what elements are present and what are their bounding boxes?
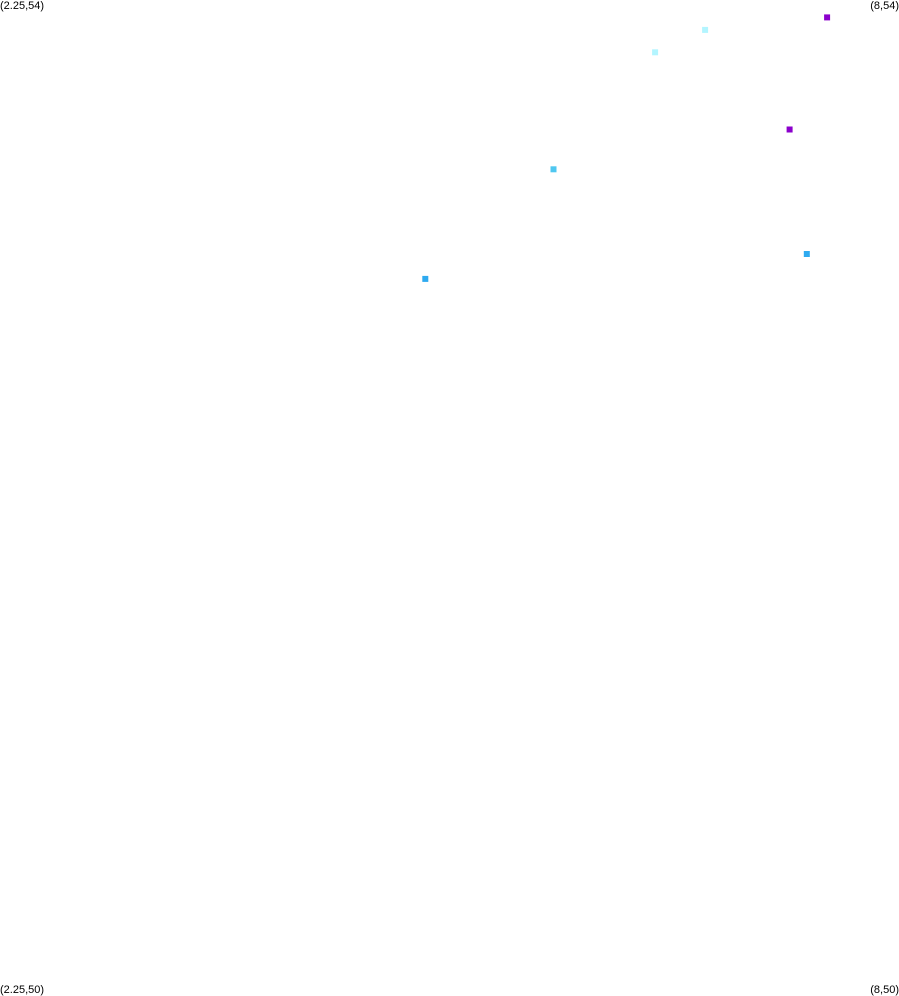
scatter-point-2 bbox=[702, 26, 709, 33]
scatter-point-6 bbox=[803, 251, 810, 257]
scatter-point-1 bbox=[824, 14, 831, 21]
corner-label-bottom-left: (2.25,50) bbox=[0, 984, 45, 996]
scatter-point-5 bbox=[550, 166, 557, 173]
scatter-point-3 bbox=[652, 49, 659, 56]
corner-label-top-right: (8,54) bbox=[870, 0, 899, 12]
scatter-point-4 bbox=[786, 126, 793, 133]
corner-label-bottom-right: (8,50) bbox=[870, 984, 899, 996]
scatter-point-7 bbox=[422, 275, 429, 282]
corner-label-top-left: (2.25,54) bbox=[0, 0, 45, 12]
